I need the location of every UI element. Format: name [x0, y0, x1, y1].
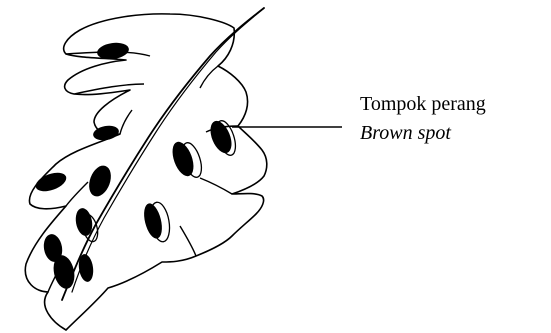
leaf-lobe-notch — [200, 178, 232, 194]
leaf-lobe-notch — [200, 66, 218, 88]
leaf-lobe-notch — [66, 182, 88, 206]
brown-spot — [141, 202, 165, 241]
leaf-lobe-notch — [180, 226, 196, 256]
brown-spot — [85, 163, 115, 200]
brown-spot — [206, 118, 235, 156]
spot-label-malay: Tompok perang — [360, 93, 486, 115]
spot-label-english: Brown spot — [360, 122, 451, 144]
brown-spot — [33, 169, 69, 195]
leaf-lobe-notch — [120, 110, 132, 134]
